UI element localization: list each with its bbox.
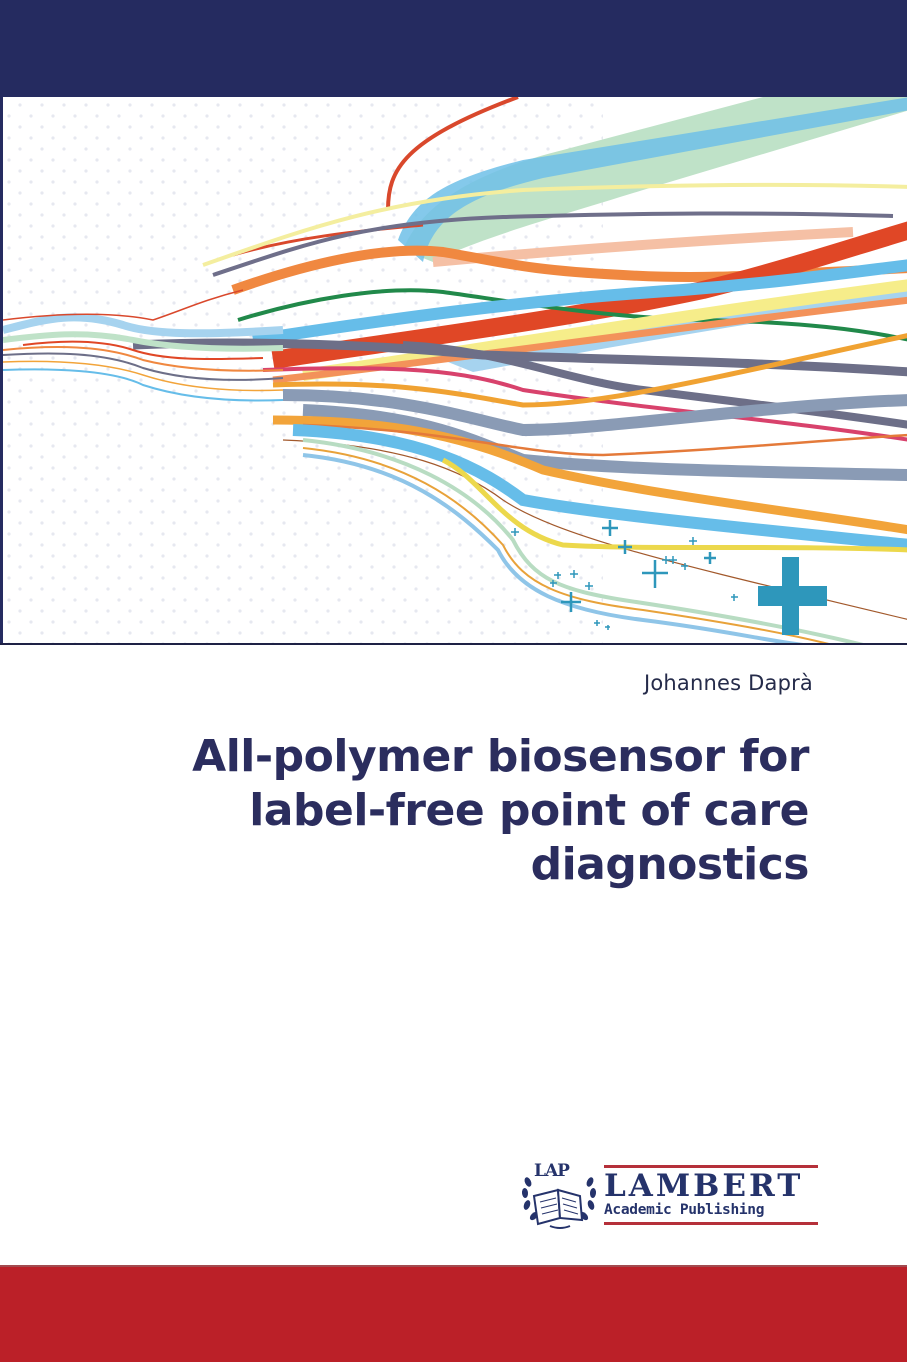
- publisher-name: LAMBERT: [604, 1168, 804, 1204]
- cover-artwork: [0, 97, 907, 645]
- flowing-lines-illustration: [3, 97, 907, 645]
- title-line-3: diagnostics: [530, 839, 810, 890]
- title-line-2: label-free point of care: [249, 785, 809, 836]
- top-color-band: [0, 0, 907, 97]
- author-name: Johannes Daprà: [643, 671, 813, 695]
- logo-rule-bottom: [604, 1222, 818, 1225]
- publisher-logo: LAP LAMBERT Academic Publishing: [520, 1160, 820, 1232]
- logo-rule-top: [604, 1165, 818, 1168]
- book-title: All-polymer biosensor for label-free poi…: [129, 730, 809, 892]
- laurel-book-icon: LAP: [520, 1160, 600, 1232]
- title-line-1: All-polymer biosensor for: [192, 731, 809, 782]
- publisher-subtitle: Academic Publishing: [604, 1202, 765, 1218]
- artwork-divider: [0, 643, 907, 645]
- publisher-mark: LAP: [534, 1161, 570, 1181]
- bottom-color-band: [0, 1265, 907, 1362]
